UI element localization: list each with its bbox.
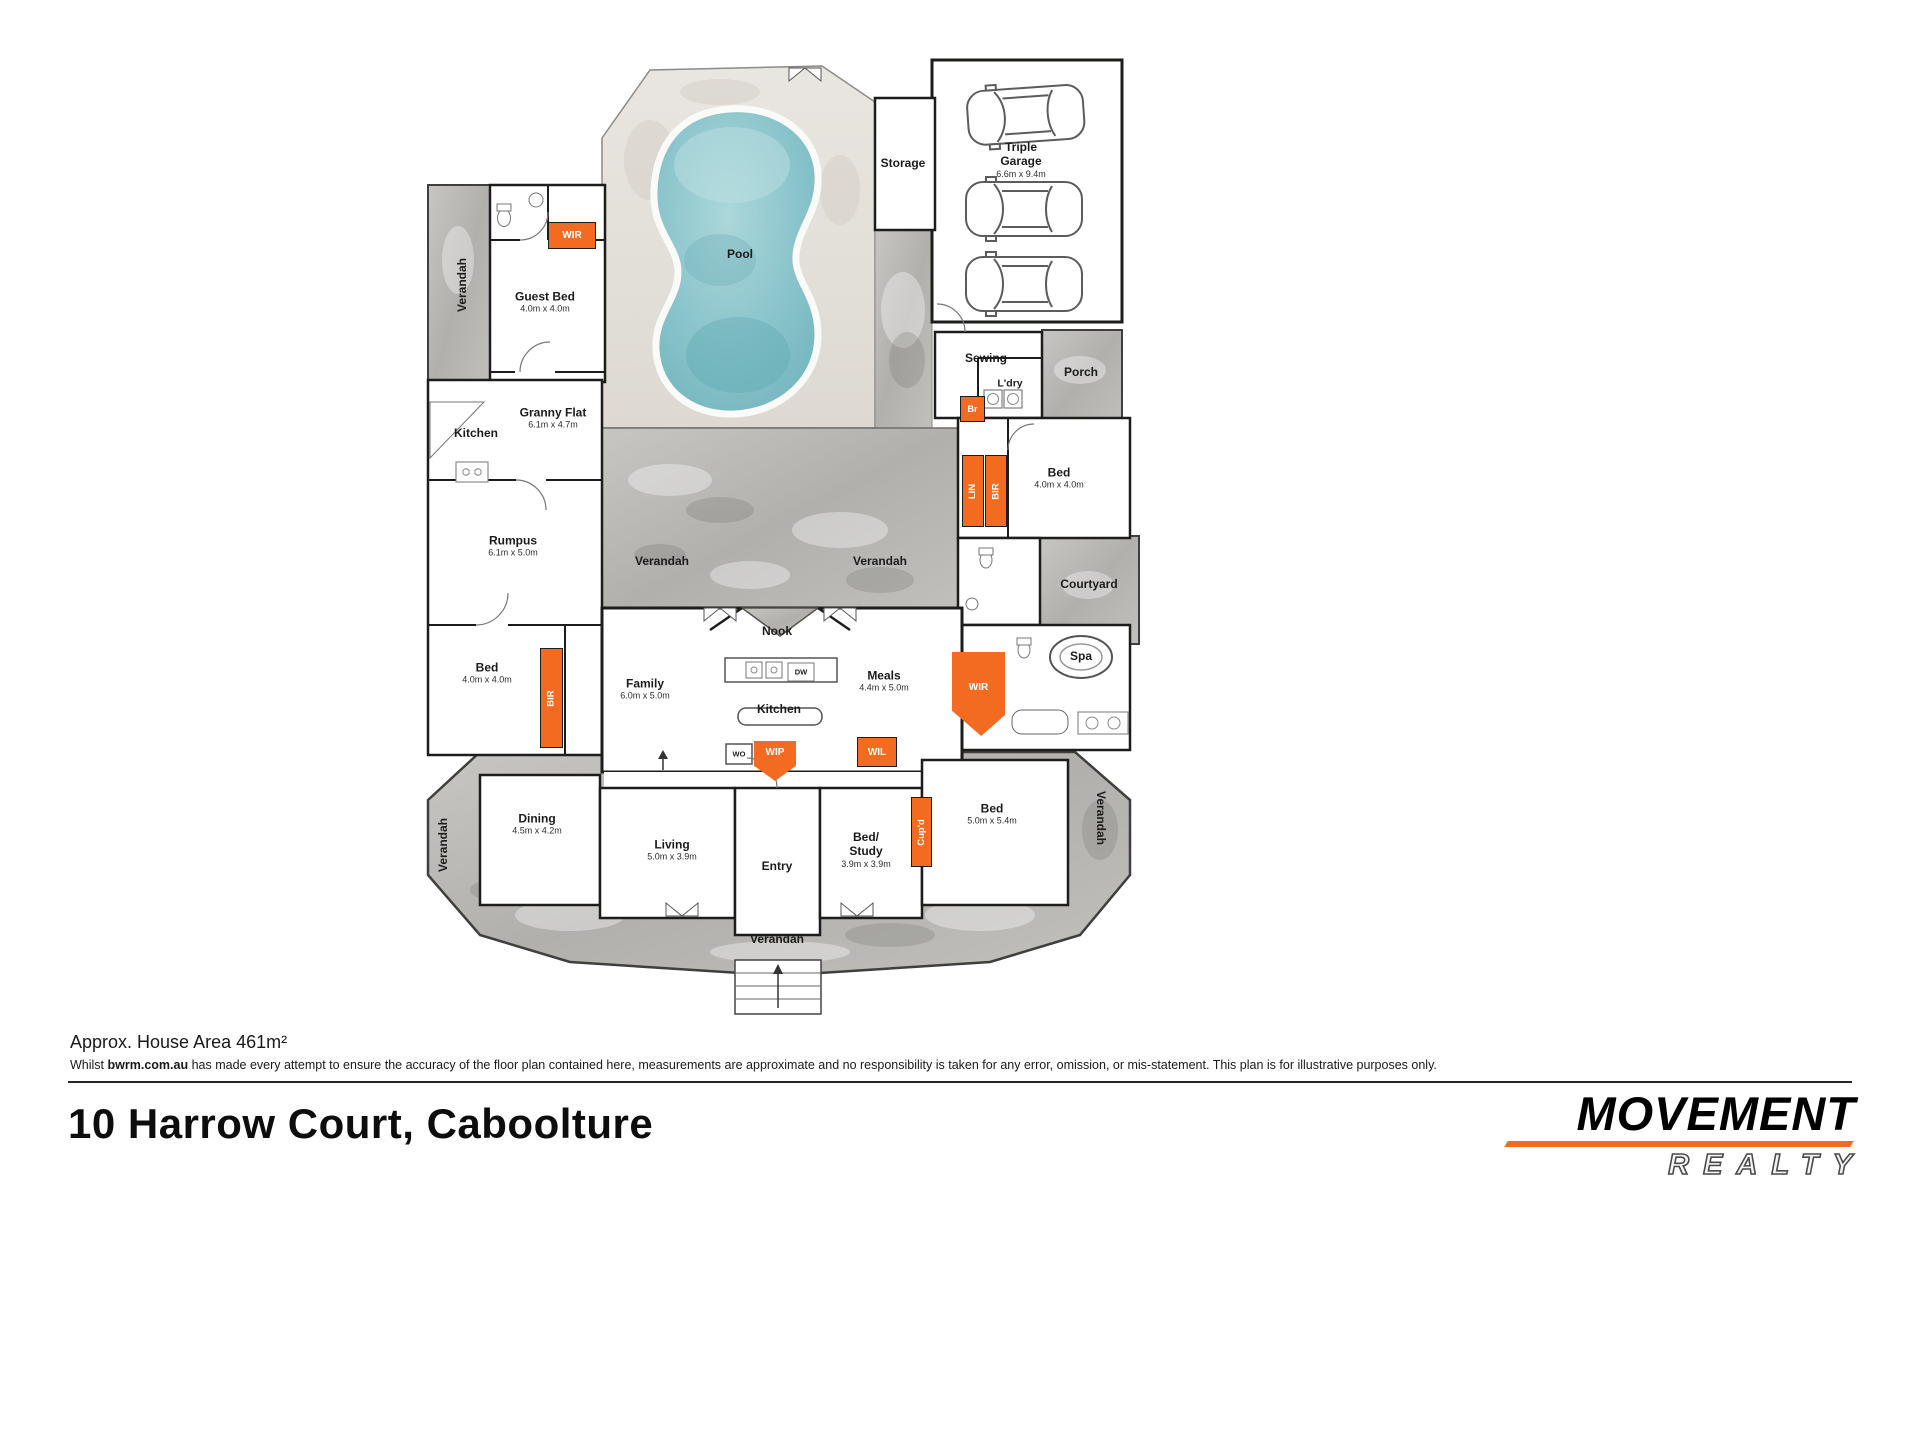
closet-bir-left: BIR [540,648,563,748]
side-deck-area [874,229,933,431]
label-wo: WO [732,749,746,759]
dining-room [478,773,602,907]
granny-main-room [426,378,604,757]
label-verandah-mid-right: Verandah [852,553,908,568]
label-ldry: L'dry [997,377,1023,390]
logo-orange-swoosh [1504,1141,1854,1147]
laundry-appliances [983,389,1023,409]
house-area-text: Approx. House Area 461m² [70,1032,288,1052]
property-address: 10 Harrow Court, Caboolture [68,1100,654,1147]
nook-wedge [739,607,821,637]
label-verandah-bottom: Verandah [749,931,805,946]
stone-texture-light [442,226,1114,963]
agency-logo: MOVEMENT REALTY [1498,1090,1856,1182]
disclaimer-text: Whilst bwrm.com.au has made every attemp… [70,1058,1437,1072]
bed-bottom-room [920,758,1070,907]
label-spa: Spa [1069,648,1093,663]
logo-movement-text: MOVEMENT [1576,1087,1856,1140]
pool-shape [650,105,822,418]
footer-divider [68,1081,1852,1083]
porch-area [1041,329,1123,431]
label-pool: Pool [727,246,753,261]
bath-mid-room [956,536,1042,627]
door-arcs [475,211,1035,789]
closet-wir-guest: WIR [548,222,596,249]
hallway-patch [604,772,960,790]
stone-texture-dark [470,332,1118,947]
label-dw: DW [794,667,808,677]
closet-cupd: Cup'd [911,797,932,867]
nook-walls [709,606,851,632]
closet-lin: LIN [962,455,984,527]
label-entry: Entry [761,858,793,873]
label-nook: Nook [762,623,792,638]
spa-tub [1049,635,1113,679]
label-kitchen-main: Kitchen [756,701,802,716]
verandah-middle-area [601,427,961,619]
label-courtyard: Courtyard [1060,576,1118,591]
logo-realty-text: REALTY [1667,1148,1866,1181]
front-steps [734,959,822,1015]
closet-br: Br [960,396,985,422]
closet-bir-right: BIR [985,455,1007,527]
ensuite-fixtures [1011,637,1129,735]
label-verandah-bottom-left: Verandah [435,817,450,873]
label-storage: Storage [880,155,926,170]
label-porch: Porch [1063,364,1099,379]
storage-room [873,96,937,232]
label-verandah-left-top: Verandah [454,257,469,313]
kitchen-fixtures-granny [429,401,489,483]
label-verandah-bottom-right: Verandah [1094,790,1109,846]
door-arrow [658,750,668,770]
bathroom-fixtures-granny [496,192,544,227]
label-sewing: Sewing [964,350,1008,365]
label-kitchen-granny: Kitchen [453,425,499,440]
car-icons [964,77,1087,317]
bedstudy-room [818,786,924,920]
kitchen-island [724,657,838,765]
floorplan-canvas [426,58,1140,1015]
label-verandah-mid-left: Verandah [634,553,690,568]
bathroom-fixtures-mid [965,547,994,611]
closet-wil: WIL [857,737,897,767]
